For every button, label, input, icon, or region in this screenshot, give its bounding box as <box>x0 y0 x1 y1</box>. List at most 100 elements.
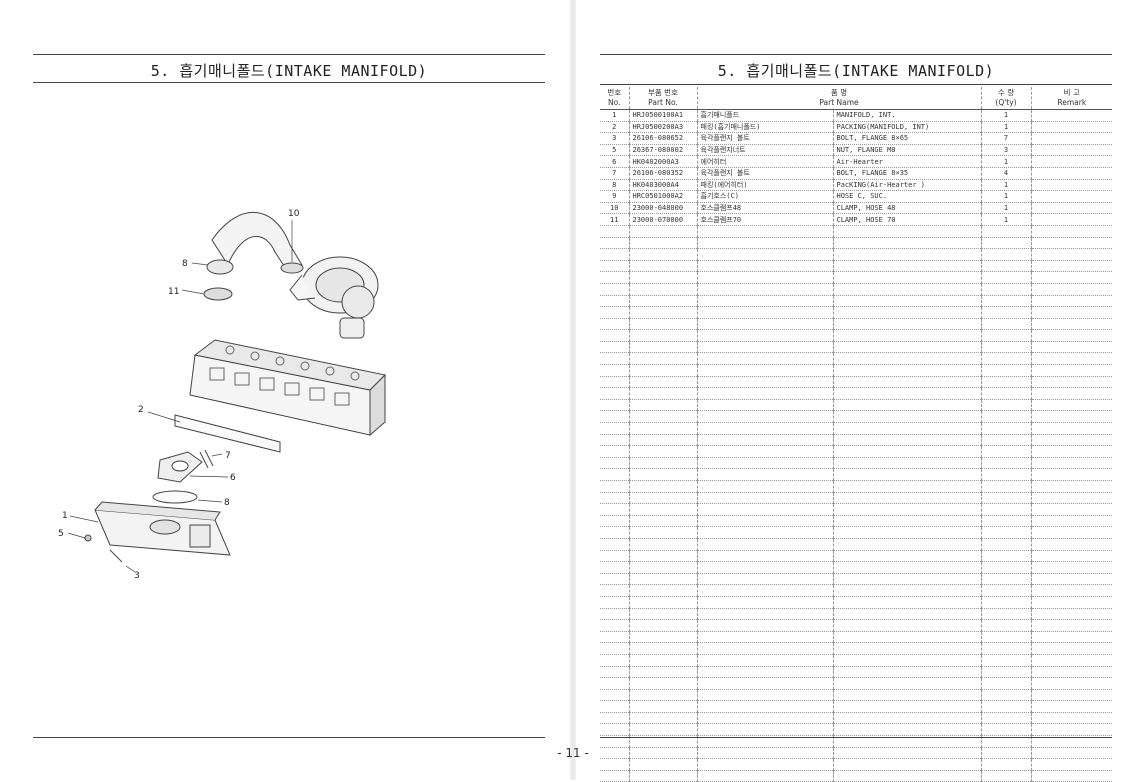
cell-remark <box>1030 225 1113 238</box>
cell-part-no <box>628 295 697 308</box>
right-title-rule-top <box>600 54 1112 55</box>
cell-part-no <box>628 260 697 273</box>
table-empty-row <box>600 654 1113 667</box>
cell-no: 11 <box>600 213 629 226</box>
cell-name-ko <box>696 654 833 667</box>
cell-no: 5 <box>600 144 629 157</box>
cell-name-ko <box>696 480 833 493</box>
cell-name-ko <box>696 515 833 528</box>
cell-qty <box>980 410 1032 424</box>
cell-no <box>600 712 629 725</box>
cell-no: 2 <box>600 121 629 134</box>
cell-name-ko: 흡기호스(C) <box>696 190 833 203</box>
cell-no <box>600 387 629 400</box>
cell-no: 8 <box>600 179 629 192</box>
intake-manifold-shape <box>94 501 231 556</box>
cell-qty <box>980 619 1032 632</box>
left-page-title: 5. 흡기매니폴드(INTAKE MANIFOLD) <box>150 62 428 80</box>
cell-name-en <box>832 758 982 771</box>
table-empty-row <box>600 526 1113 539</box>
cell-no <box>600 619 629 632</box>
cell-remark <box>1030 445 1113 458</box>
cell-no: 9 <box>600 190 629 203</box>
table-empty-row <box>600 492 1113 505</box>
cell-part-no <box>628 329 697 342</box>
cell-part-no <box>628 271 697 284</box>
table-empty-row <box>600 271 1113 284</box>
cell-name-en <box>832 364 982 377</box>
cell-name-ko <box>696 306 833 319</box>
cell-remark <box>1030 283 1113 296</box>
cell-name-ko: 패킹(에어히터) <box>696 179 833 192</box>
cell-qty <box>980 515 1032 528</box>
cell-qty <box>980 758 1032 771</box>
cell-remark <box>1030 341 1113 354</box>
cell-name-ko: 호스클램프70 <box>696 213 833 226</box>
table-empty-row <box>600 642 1113 655</box>
cell-no <box>600 770 629 782</box>
cell-part-no <box>628 399 697 412</box>
cell-part-no: HK0403000A4 <box>628 179 697 192</box>
cell-qty <box>980 295 1032 308</box>
cell-remark <box>1030 271 1113 284</box>
cell-qty <box>980 631 1032 644</box>
cell-qty: 1 <box>980 179 1032 192</box>
cell-no <box>600 248 629 261</box>
cell-name-en <box>832 237 982 250</box>
callout-11: 11 <box>168 287 179 297</box>
cell-name-en <box>832 608 982 621</box>
cell-remark <box>1030 770 1113 782</box>
cell-name-en <box>832 689 982 702</box>
table-empty-row <box>600 260 1113 273</box>
cell-name-en <box>832 248 982 261</box>
cell-no <box>600 747 629 760</box>
header-qty: 수 량(Q'ty) <box>980 87 1032 110</box>
cell-name-en <box>832 376 982 389</box>
cell-name-en: BOLT, FLANGE 8×65 <box>832 132 982 145</box>
cell-name-en <box>832 457 982 470</box>
cell-no <box>600 329 629 342</box>
cell-no: 6 <box>600 155 629 168</box>
cell-remark <box>1030 608 1113 621</box>
cell-no <box>600 584 629 597</box>
cell-part-no <box>628 700 697 713</box>
table-empty-row <box>600 712 1113 725</box>
cell-qty <box>980 492 1032 505</box>
cell-name-ko <box>696 364 833 377</box>
cell-name-ko <box>696 608 833 621</box>
cell-qty <box>980 584 1032 597</box>
table-empty-row <box>600 364 1113 377</box>
cell-part-no <box>628 318 697 331</box>
cell-part-no: HRJ0500200A3 <box>628 121 697 134</box>
cell-name-en: HOSE C, SUC. <box>832 190 982 203</box>
cell-no <box>600 434 629 447</box>
cell-part-no <box>628 237 697 250</box>
cell-name-ko <box>696 352 833 366</box>
cell-name-en <box>832 387 982 400</box>
cell-remark <box>1030 689 1113 702</box>
cell-name-ko <box>696 538 833 551</box>
cell-remark <box>1030 550 1113 563</box>
cell-qty <box>980 561 1032 574</box>
cell-no <box>600 237 629 250</box>
flange-bolts-35-shape <box>199 449 214 469</box>
cell-part-no: 26106-080652 <box>628 132 697 145</box>
cell-remark <box>1030 376 1113 389</box>
cell-no: 10 <box>600 202 629 215</box>
cell-remark <box>1030 109 1113 122</box>
table-empty-row <box>600 376 1113 389</box>
cell-no <box>600 376 629 389</box>
cell-remark <box>1030 631 1113 644</box>
cell-name-ko <box>696 584 833 597</box>
cell-name-ko <box>696 271 833 284</box>
table-empty-row <box>600 410 1113 424</box>
cell-name-ko <box>696 503 833 516</box>
callout-2: 2 <box>138 405 144 415</box>
table-empty-row <box>600 538 1113 551</box>
cell-remark <box>1030 318 1113 331</box>
callout-5: 5 <box>58 529 64 539</box>
cell-name-en <box>832 700 982 713</box>
cell-name-en <box>832 515 982 528</box>
